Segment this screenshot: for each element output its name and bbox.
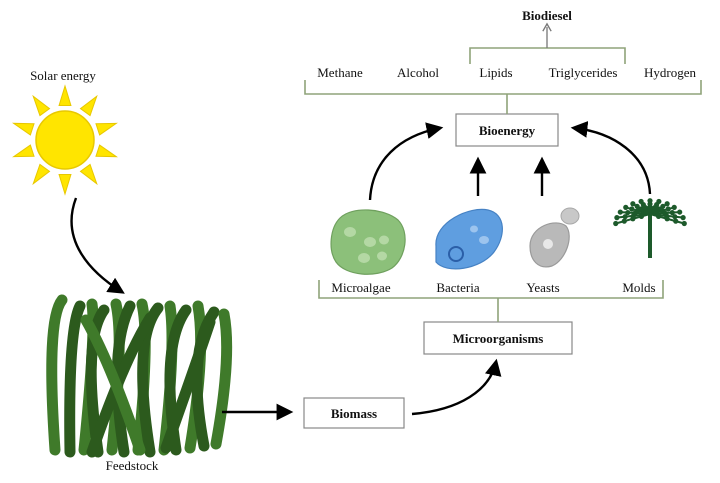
mold-spore xyxy=(677,209,683,215)
mold-spore xyxy=(681,220,687,227)
arrow-sun-to-feedstock xyxy=(70,197,125,294)
microorganisms-label: Microorganisms xyxy=(453,331,544,346)
mold-spore xyxy=(630,201,636,207)
mold-spore xyxy=(665,206,671,212)
mold-spore xyxy=(638,198,644,205)
grass-blade xyxy=(64,300,86,458)
feedstock-label: Feedstock xyxy=(106,458,159,473)
product-label-lipids: Lipids xyxy=(479,65,512,80)
organism-label-yeasts: Yeasts xyxy=(526,280,559,295)
organism-label-microalgae: Microalgae xyxy=(331,280,390,295)
feedstock-grass-icon xyxy=(46,294,233,458)
microalgae-icon xyxy=(330,209,406,275)
mold-spore xyxy=(621,218,627,224)
mold-spore xyxy=(614,215,620,221)
mold-spore xyxy=(625,209,631,216)
sun-ray xyxy=(12,144,35,158)
mold-spore xyxy=(656,198,662,205)
mold-spore xyxy=(664,216,670,222)
mold-spore xyxy=(629,206,635,212)
grass-blade xyxy=(46,294,68,456)
product-label-hydrogen: Hydrogen xyxy=(644,65,696,80)
mold-spore xyxy=(671,204,677,210)
mold-spore xyxy=(660,203,666,209)
biomass-label: Biomass xyxy=(331,406,377,421)
mold-icon xyxy=(613,198,687,258)
arrow-biomass-to-microorganisms xyxy=(411,358,502,416)
grass-blade xyxy=(160,316,216,454)
biodiesel-label: Biodiesel xyxy=(522,8,572,23)
solar-energy-label: Solar energy xyxy=(30,68,96,83)
mold-spore xyxy=(673,218,679,224)
mold-spore xyxy=(613,220,619,227)
mold-spore xyxy=(672,214,678,220)
sun-ray xyxy=(95,122,118,136)
bacteria-icon xyxy=(435,208,503,270)
grass-blade xyxy=(80,314,146,456)
mold-spore xyxy=(655,213,662,219)
mold-spore xyxy=(664,201,670,207)
biomass-box: Biomass xyxy=(303,397,405,429)
mold-spore xyxy=(622,214,628,220)
grass-blade xyxy=(210,308,233,450)
mold-spore xyxy=(634,203,640,209)
sun-icon xyxy=(12,84,118,196)
product-label-triglycerides: Triglycerides xyxy=(549,65,618,80)
mold-spore xyxy=(647,198,653,204)
sun-ray xyxy=(58,84,72,107)
sun-ray xyxy=(95,144,118,158)
mold-spore xyxy=(623,204,629,210)
grass-blade xyxy=(86,312,156,458)
microorganisms-box: Microorganisms xyxy=(423,321,573,355)
mold-spore xyxy=(669,209,675,216)
sun-ray xyxy=(58,173,72,196)
sun-ray xyxy=(12,122,35,136)
bioenergy-label: Bioenergy xyxy=(479,123,536,138)
organism-label-molds: Molds xyxy=(622,280,655,295)
mold-spore xyxy=(617,209,623,215)
product-label-alcohol: Alcohol xyxy=(397,65,439,80)
organisms-bracket xyxy=(318,280,664,322)
grass-blade xyxy=(85,304,110,458)
product-label-methane: Methane xyxy=(317,65,363,80)
arrow-microalgae-to-bioenergy xyxy=(368,122,444,201)
products-bracket xyxy=(304,80,702,114)
organism-label-bacteria: Bacteria xyxy=(436,280,480,295)
sun-ray xyxy=(32,94,51,117)
bioenergy-box: Bioenergy xyxy=(455,113,559,147)
sun-ray xyxy=(32,163,51,186)
sun-ray xyxy=(79,163,98,186)
mold-spore xyxy=(680,215,686,221)
sun-ray xyxy=(79,94,98,117)
arrow-molds-to-bioenergy xyxy=(570,121,652,195)
grass-blade xyxy=(111,300,136,458)
yeast-icon xyxy=(529,207,580,268)
biodiesel-bracket xyxy=(469,47,626,64)
mold-spore xyxy=(638,206,645,212)
